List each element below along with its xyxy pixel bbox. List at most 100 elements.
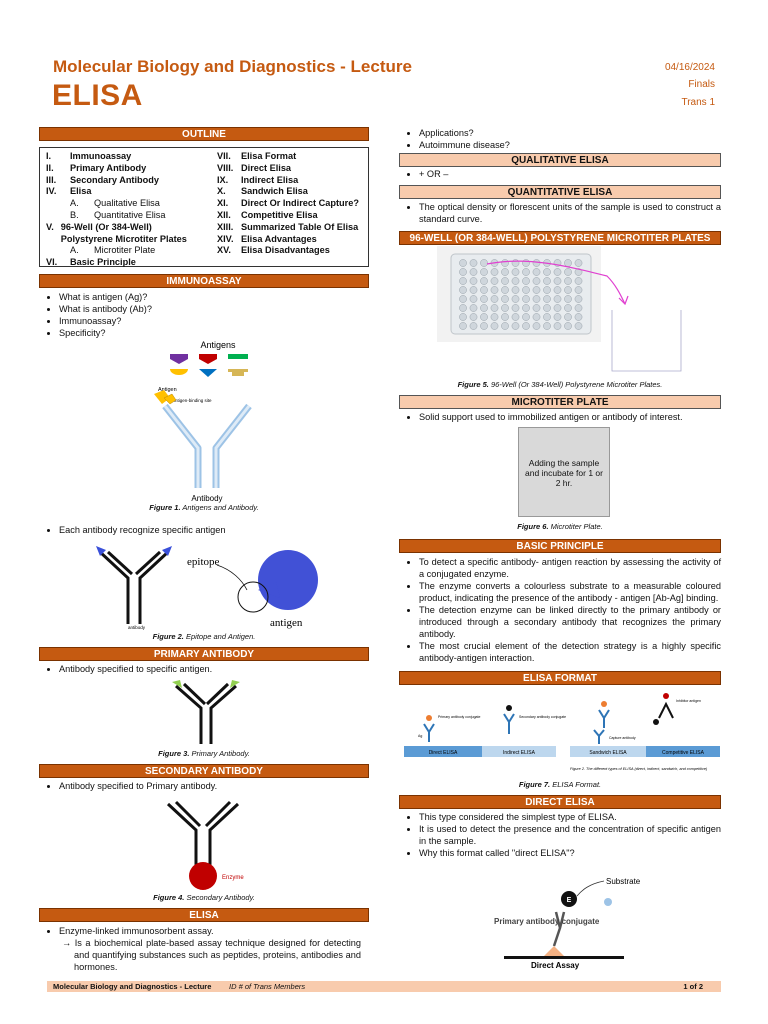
- primary-conjugate-label: Primary antibody conjugate: [438, 715, 480, 719]
- primary-antibody-heading: PRIMARY ANTIBODY: [39, 647, 369, 661]
- outline-item: A.Qualitative Elisa: [46, 198, 196, 210]
- plate-well: [490, 295, 499, 303]
- plate-well: [553, 313, 562, 321]
- substrate-label: Substrate: [606, 877, 641, 886]
- list-item: To detect a specific antibody- antigen r…: [419, 556, 721, 580]
- outline-item: VIII.Direct Elisa: [217, 163, 367, 175]
- plate-well: [490, 286, 499, 294]
- plate-well: [469, 259, 478, 267]
- secondary-bullets: Antibody specified to Primary antibody.: [39, 780, 369, 792]
- plate-well: [543, 304, 551, 312]
- plate-well: [532, 286, 541, 294]
- plate-well: [501, 313, 509, 321]
- plate-well: [459, 268, 467, 276]
- plate-well: [532, 277, 541, 285]
- plate-well: [469, 295, 478, 303]
- list-item: This type considered the simplest type o…: [419, 811, 721, 823]
- list-item: Autoimmune disease?: [419, 139, 721, 151]
- outline-item-label: Qualitative Elisa: [94, 198, 160, 209]
- plate-well: [564, 322, 572, 330]
- outline-item: XIII.Summarized Table Of Elisa: [217, 222, 367, 234]
- outline-item-label: Elisa Disadvantages: [241, 245, 330, 256]
- outline-item-number: X.: [217, 186, 226, 197]
- indirect-elisa-label: Indirect ELISA: [503, 750, 536, 756]
- list-item: The detection enzyme can be linked direc…: [419, 604, 721, 640]
- plate-well: [480, 322, 488, 330]
- direct-assay-label: Direct Assay: [531, 961, 580, 970]
- figure-2-caption: Figure 2. Epitope and Antigen.: [152, 632, 256, 641]
- outline-item: B.Quantitative Elisa: [46, 210, 196, 222]
- outline-item-label: Direct Or Indirect Capture?: [241, 198, 359, 209]
- antigen-label: antigen: [270, 617, 303, 629]
- figure-5-caption: Figure 5. 96-Well (Or 384-Well) Polystyr…: [457, 380, 663, 389]
- direct-assay-figure: Substrate E Primary antibody conjugate D…: [494, 877, 641, 970]
- elisa-bullets: Enzyme-linked immunosorbent assay. → Is …: [39, 925, 361, 973]
- outline-item-number: XV.: [217, 245, 231, 256]
- plate-well: [490, 322, 499, 330]
- antigens-antibody-figure: Antigens Antigen Antigen-binding site An…: [154, 340, 252, 503]
- plate-well: [511, 313, 520, 321]
- outline-item-label: Primary Antibody: [70, 162, 147, 173]
- plate-well: [511, 295, 520, 303]
- elisa-format-figure: Direct ELISA Indirect ELISA Sandwich ELI…: [404, 693, 720, 771]
- plate-well: [522, 286, 530, 294]
- plate-well: [532, 313, 541, 321]
- plate-well: [511, 322, 520, 330]
- plate-well: [490, 268, 499, 276]
- inhibitor-antigen-label: Inhibitor antigen: [676, 699, 701, 703]
- outline-item-label: Elisa Advantages: [241, 233, 317, 244]
- plate-well: [574, 295, 583, 303]
- plate-well: [490, 313, 499, 321]
- outline-item-label: Elisa Format: [241, 151, 297, 161]
- plate-well: [553, 295, 562, 303]
- plate-well: [469, 304, 478, 312]
- plate-well: [543, 268, 551, 276]
- quantitative-heading: QUANTITATIVE ELISA: [399, 185, 721, 199]
- right-top-bullets: Applications? Autoimmune disease?: [399, 127, 721, 151]
- immunoassay-heading: IMMUNOASSAY: [39, 274, 369, 288]
- antibody-label: antibody: [128, 625, 146, 630]
- plate-well: [564, 286, 572, 294]
- outline-item-label: 96-Well (Or 384-Well) Polystyrene Microt…: [60, 221, 187, 244]
- plate-well: [469, 277, 478, 285]
- plate-well: [543, 277, 551, 285]
- plate-well: [459, 304, 467, 312]
- plate-well: [532, 304, 541, 312]
- outline-item-number: VIII.: [217, 162, 234, 173]
- list-item: + OR –: [419, 168, 721, 180]
- outline-item: XI. Direct Or Indirect Capture?: [217, 198, 367, 210]
- competitive-elisa-label: Competitive ELISA: [662, 750, 705, 756]
- outline-item-label: Quantitative Elisa: [94, 209, 166, 220]
- plate-well: [553, 322, 562, 330]
- elisa-heading: ELISA: [39, 908, 369, 922]
- elisa-format-heading: ELISA FORMAT: [399, 671, 721, 685]
- outline-item: III.Secondary Antibody: [46, 175, 196, 187]
- antibody-label: Antibody: [191, 494, 222, 503]
- plate-well: [522, 322, 530, 330]
- direct-elisa-heading: DIRECT ELISA: [399, 795, 721, 809]
- list-item: The most crucial element of the detectio…: [419, 640, 721, 664]
- plate-well: [543, 313, 551, 321]
- slide-text: Adding the sample and incubate for 1 or …: [525, 458, 603, 488]
- outline-item-label: Competitive Elisa: [241, 209, 318, 220]
- capture-antibody-label: Capture antibody: [609, 736, 636, 740]
- outline-item-number: VII.: [217, 151, 231, 161]
- outline-item-number: IX.: [217, 174, 229, 185]
- plate-well: [480, 286, 488, 294]
- plate-well: [564, 295, 572, 303]
- plate-well: [501, 268, 509, 276]
- plate-well: [511, 286, 520, 294]
- qualitative-heading: QUALITATIVE ELISA: [399, 153, 721, 167]
- plate-well: [501, 259, 509, 267]
- list-item: Solid support used to immobilized antige…: [419, 411, 721, 423]
- outline-item-label: Immunoassay: [70, 151, 132, 161]
- epitope-bullet: Each antibody recognize specific antigen: [39, 524, 369, 536]
- plate-well: [459, 313, 467, 321]
- antigens-label: Antigens: [200, 340, 236, 350]
- outline-item: XV. Elisa Disadvantages: [217, 245, 367, 257]
- figure-7-caption: Figure 7. ELISA Format.: [518, 780, 602, 789]
- outline-item-number: XI.: [217, 198, 229, 209]
- trans-number: Trans 1: [681, 97, 715, 108]
